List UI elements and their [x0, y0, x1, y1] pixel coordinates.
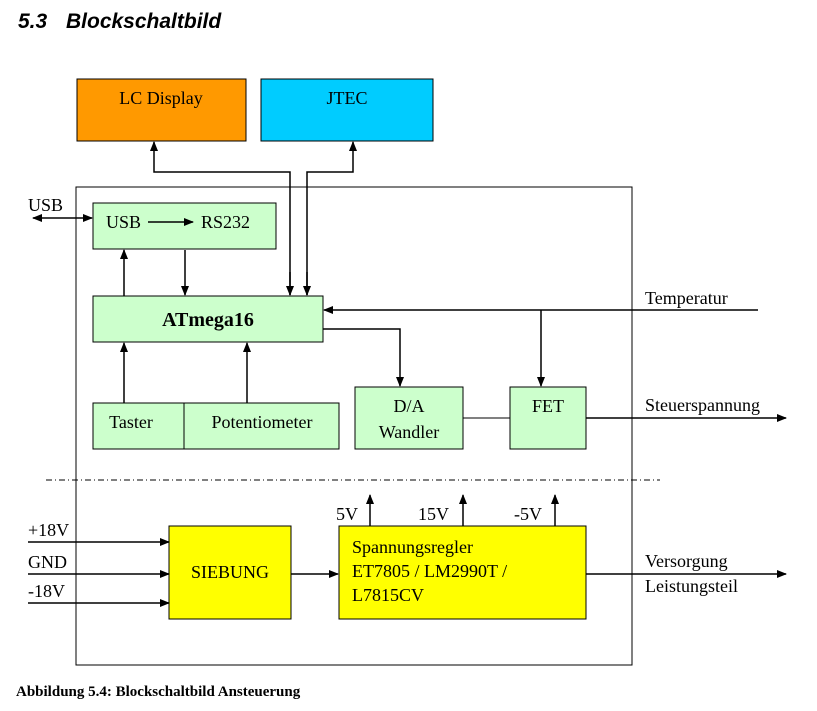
plus18v-label: +18V: [28, 520, 69, 540]
atmega16-block: [92, 295, 324, 343]
jtec-block: [260, 78, 434, 142]
spannungsregler-block: [338, 525, 587, 620]
gnd-label: GND: [28, 552, 67, 572]
potentiometer-block: [183, 402, 340, 450]
da-line2-label: Wandler: [379, 422, 440, 442]
atmega-to-lcd-arrow: [150, 141, 291, 295]
minus18v-label: -18V: [28, 581, 65, 601]
siebung-label: SIEBUNG: [191, 562, 269, 582]
usb-rs232-rs232-label: RS232: [201, 212, 250, 232]
regler-line2-label: ET7805 / LM2990T /: [352, 561, 507, 581]
figure-caption: Abbildung 5.4: Blockschaltbild Ansteueru…: [16, 684, 301, 700]
taster-block: [92, 402, 185, 450]
usb-signal-label: USB: [28, 195, 63, 215]
jtec-label: JTEC: [326, 88, 367, 108]
atmega-to-jtec-arrow: [306, 141, 357, 295]
taster-label: Taster: [109, 412, 153, 432]
out-minus5v-label: -5V: [514, 504, 542, 524]
potentiometer-label: Potentiometer: [212, 412, 313, 432]
atmega16-label: ATmega16: [162, 309, 254, 331]
leistungsteil-label: Leistungsteil: [645, 576, 738, 596]
out-15v-label: 15V: [418, 504, 449, 524]
out-5v-label: 5V: [336, 504, 358, 524]
section-title: Blockschaltbild: [66, 10, 222, 33]
regler-line1-label: Spannungsregler: [352, 537, 473, 557]
regler-line3-label: L7815CV: [352, 585, 424, 605]
usb-rs232-usb-label: USB: [106, 212, 141, 232]
versorgung-label: Versorgung: [645, 551, 728, 571]
da-line1-label: D/A: [394, 396, 425, 416]
siebung-block: [168, 525, 292, 620]
lc-display-block: [76, 78, 247, 142]
usb-rs232-block: [92, 202, 277, 250]
fet-label: FET: [532, 396, 564, 416]
section-number: 5.3: [18, 10, 48, 33]
steuerspannung-label: Steuerspannung: [645, 395, 760, 415]
da-wandler-block: [354, 386, 464, 450]
temperatur-label: Temperatur: [645, 288, 728, 308]
atmega-to-da-arrow: [323, 328, 404, 387]
lc-display-label: LC Display: [119, 88, 203, 108]
controller-frame: [75, 186, 633, 666]
